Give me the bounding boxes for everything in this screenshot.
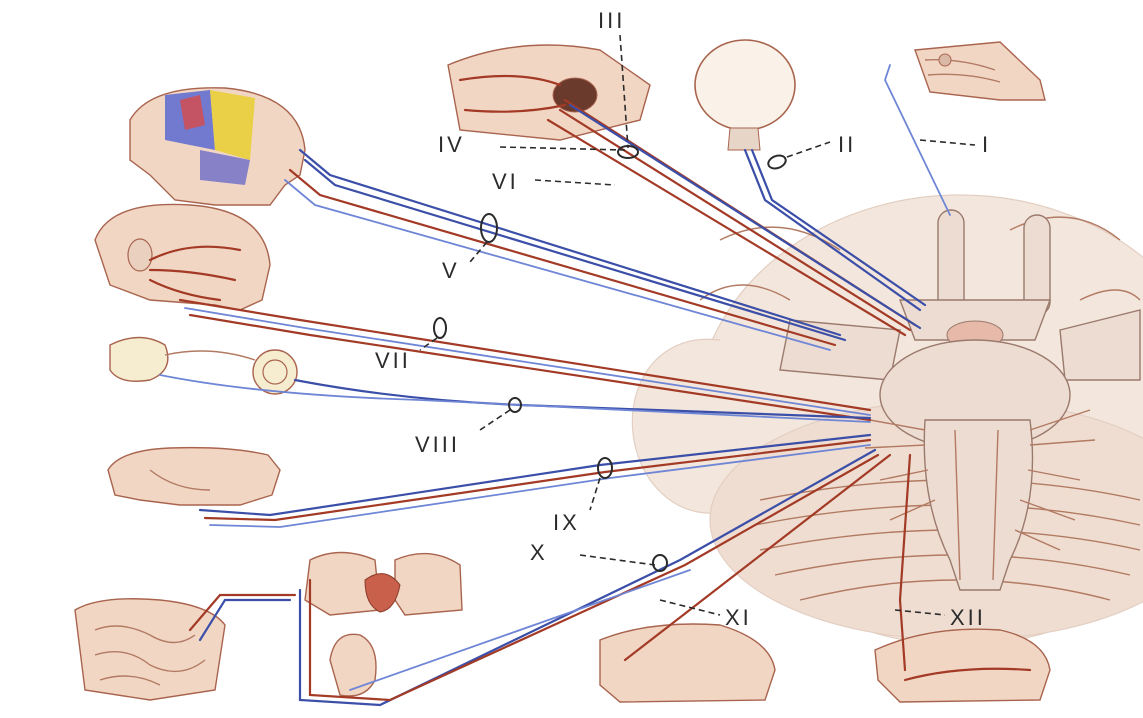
label-VI: VI xyxy=(492,169,519,194)
orbit-illustration xyxy=(448,45,650,140)
thorax-organs xyxy=(305,553,462,616)
label-VII: VII xyxy=(375,348,411,373)
tongue-hypoglossal xyxy=(875,629,1050,702)
label-XI: XI xyxy=(725,605,752,630)
ear-illustration xyxy=(330,634,376,696)
label-X: X xyxy=(530,540,548,565)
ring-VII xyxy=(434,318,446,338)
label-II: II xyxy=(838,132,856,157)
label-V: V xyxy=(442,258,460,283)
label-IX: IX xyxy=(553,510,580,535)
label-IV: IV xyxy=(438,132,465,157)
label-III: III xyxy=(598,8,625,33)
head-facial xyxy=(95,204,270,310)
label-VIII: VIII xyxy=(415,432,460,457)
ring-II xyxy=(766,153,787,170)
temporal-pole-left xyxy=(780,320,900,380)
label-XII: XII xyxy=(950,605,986,630)
nose-illustration xyxy=(915,42,1045,100)
ring-IX xyxy=(598,458,612,478)
pharynx-illustration xyxy=(108,448,280,505)
ring-V xyxy=(481,214,497,242)
neck-accessory xyxy=(600,624,775,702)
brain-base xyxy=(632,195,1143,645)
inner-ear xyxy=(110,338,297,395)
label-I: I xyxy=(982,132,991,157)
eyeball-illustration xyxy=(695,40,795,150)
head-trigeminal xyxy=(130,88,305,205)
